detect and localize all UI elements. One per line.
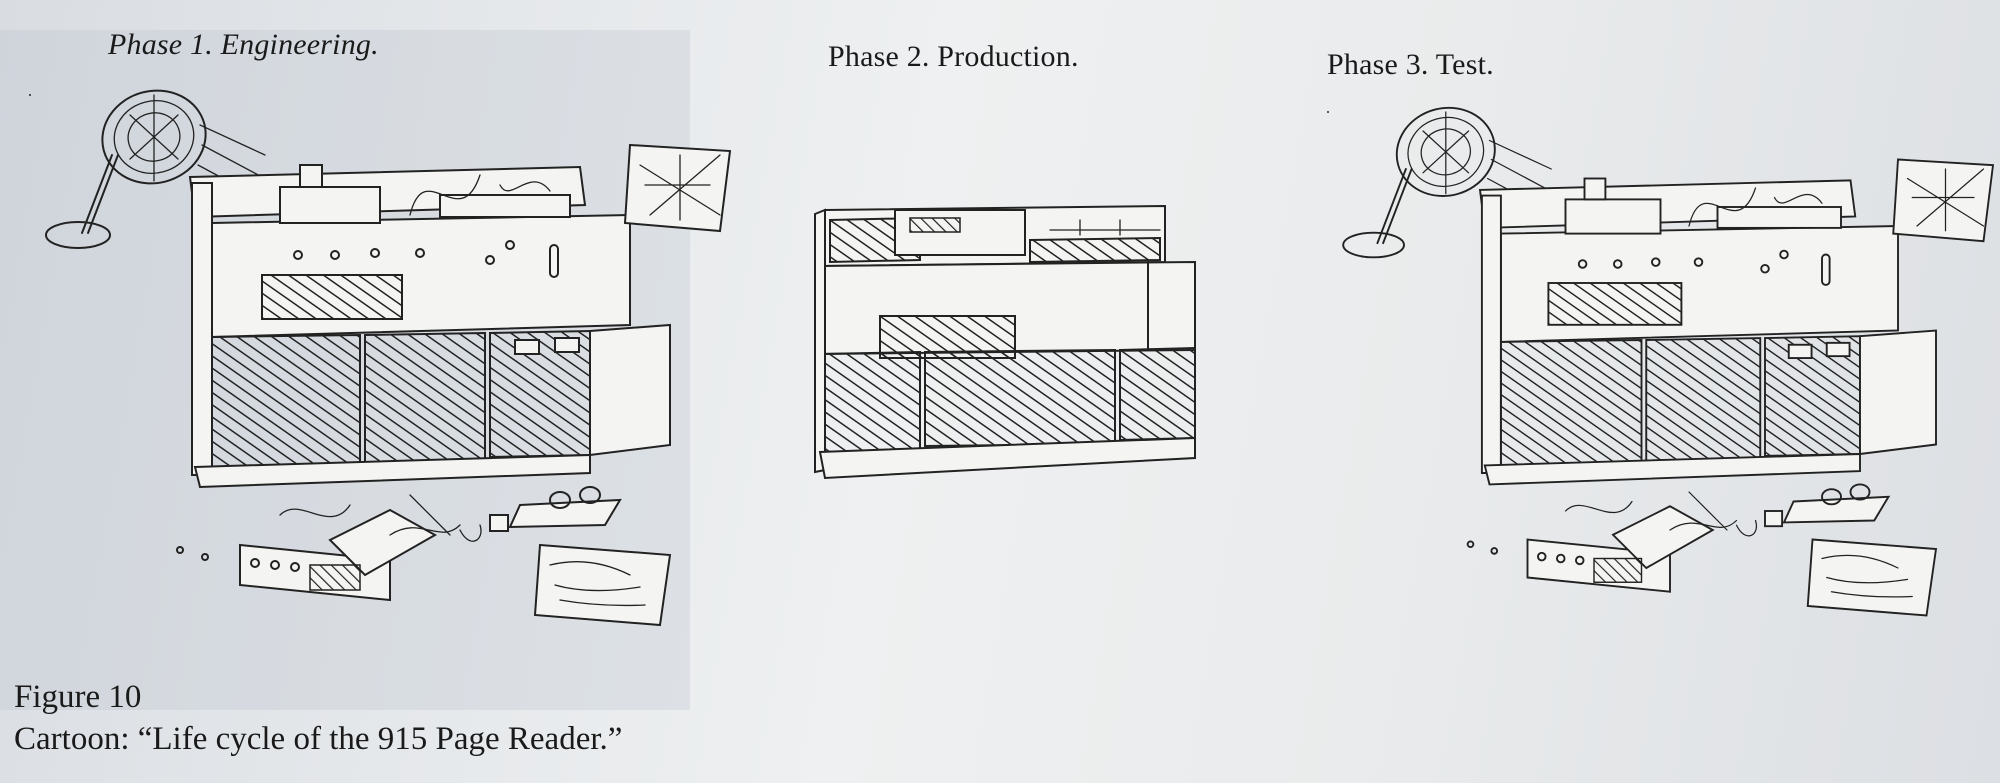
figure-caption-text: Cartoon: “Life cycle of the 915 Page Rea… (14, 721, 623, 757)
figure-number: Figure 10 (14, 679, 142, 715)
phase-3-label: Phase 3. Test. (1327, 48, 1494, 81)
figure-caption: Figure 10 Cartoon: “Life cycle of the 91… (14, 676, 622, 760)
production-machine-illustration (814, 204, 1196, 480)
test-machine-illustration (1327, 95, 1994, 617)
phase-1-label: Phase 1. Engineering. (108, 28, 379, 61)
engineering-machine-illustration (29, 78, 731, 626)
phase-2-label: Phase 2. Production. (828, 40, 1079, 73)
